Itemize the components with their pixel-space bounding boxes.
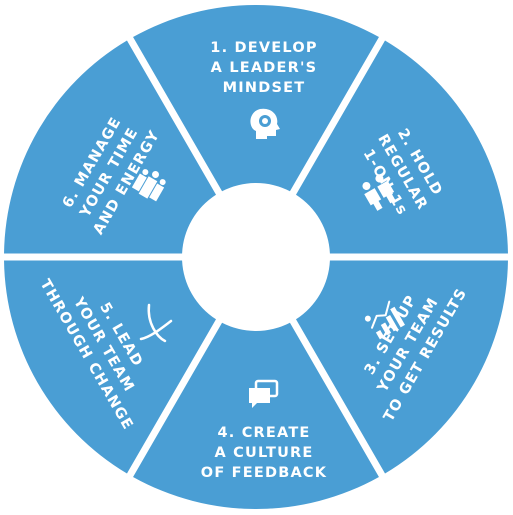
wheel-segment-lead	[4, 260, 217, 474]
segment-develop-line-3: MINDSET	[223, 80, 306, 96]
segment-feedback: 4. CREATE A CULTURE OF FEEDBACK	[201, 379, 327, 481]
segment-feedback-line-1: 4. CREATE	[217, 425, 310, 441]
growth-chart-icon	[364, 300, 405, 340]
wheel-segment-hold	[295, 40, 508, 254]
segment-develop-line-1: 1. DEVELOP	[210, 40, 317, 56]
team-icon	[131, 169, 166, 202]
wheel-segment-develop	[133, 5, 379, 192]
wheel-segment-manage	[4, 40, 217, 254]
segment-feedback-line-3: OF FEEDBACK	[201, 465, 327, 481]
wheel-segment-setup	[295, 260, 508, 474]
wheel-segments	[4, 5, 508, 509]
wheel-segment-feedback	[133, 322, 379, 509]
segment-develop-line-2: A LEADER'S	[211, 60, 318, 76]
curve-path-icon	[139, 303, 173, 343]
segment-feedback-line-2: A CULTURE	[214, 445, 313, 461]
segment-develop: 1. DEVELOP A LEADER'S MINDSET	[210, 40, 318, 139]
speech-bubbles-icon	[249, 379, 279, 408]
two-people-icon	[362, 174, 396, 211]
head-gear-icon	[250, 108, 280, 139]
